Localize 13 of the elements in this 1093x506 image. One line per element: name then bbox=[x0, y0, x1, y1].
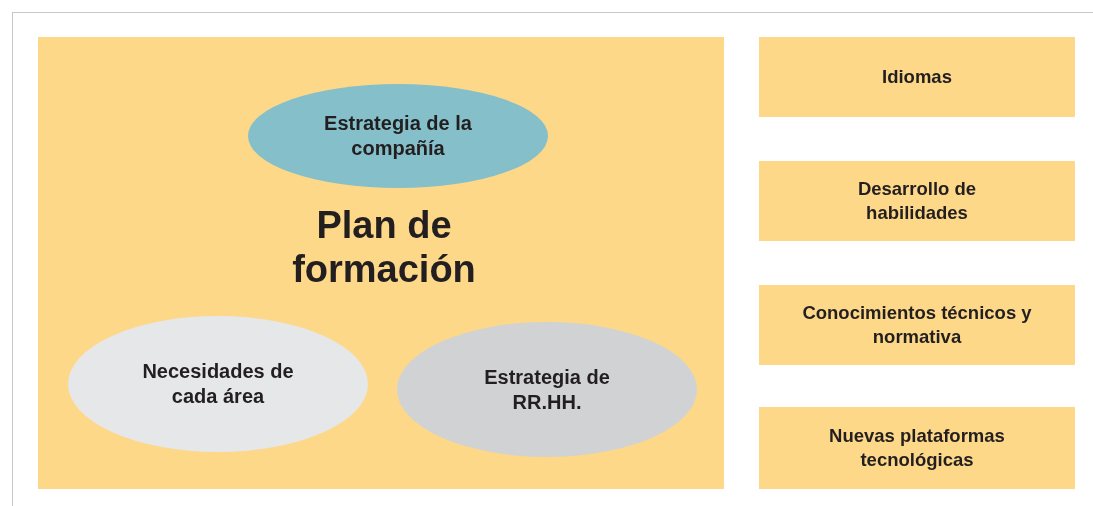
panel-heading: Plan de formación bbox=[291, 203, 477, 291]
panel-background bbox=[38, 37, 724, 489]
node-label: Conocimientos técnicos y normativa bbox=[801, 301, 1033, 349]
node-label: Estrategia de la compañía bbox=[323, 111, 473, 161]
category-box bbox=[759, 407, 1075, 489]
node-label: Estrategia de RR.HH. bbox=[483, 364, 611, 415]
node-label: Idiomas bbox=[882, 65, 952, 89]
category-box bbox=[759, 161, 1075, 241]
node-label: Nuevas plataformas tecnológicas bbox=[828, 424, 1006, 472]
category-box bbox=[759, 37, 1075, 117]
node-label: Necesidades de cada área bbox=[141, 359, 295, 409]
category-box bbox=[759, 285, 1075, 365]
node-label: Desarrollo de habilidades bbox=[856, 177, 978, 225]
